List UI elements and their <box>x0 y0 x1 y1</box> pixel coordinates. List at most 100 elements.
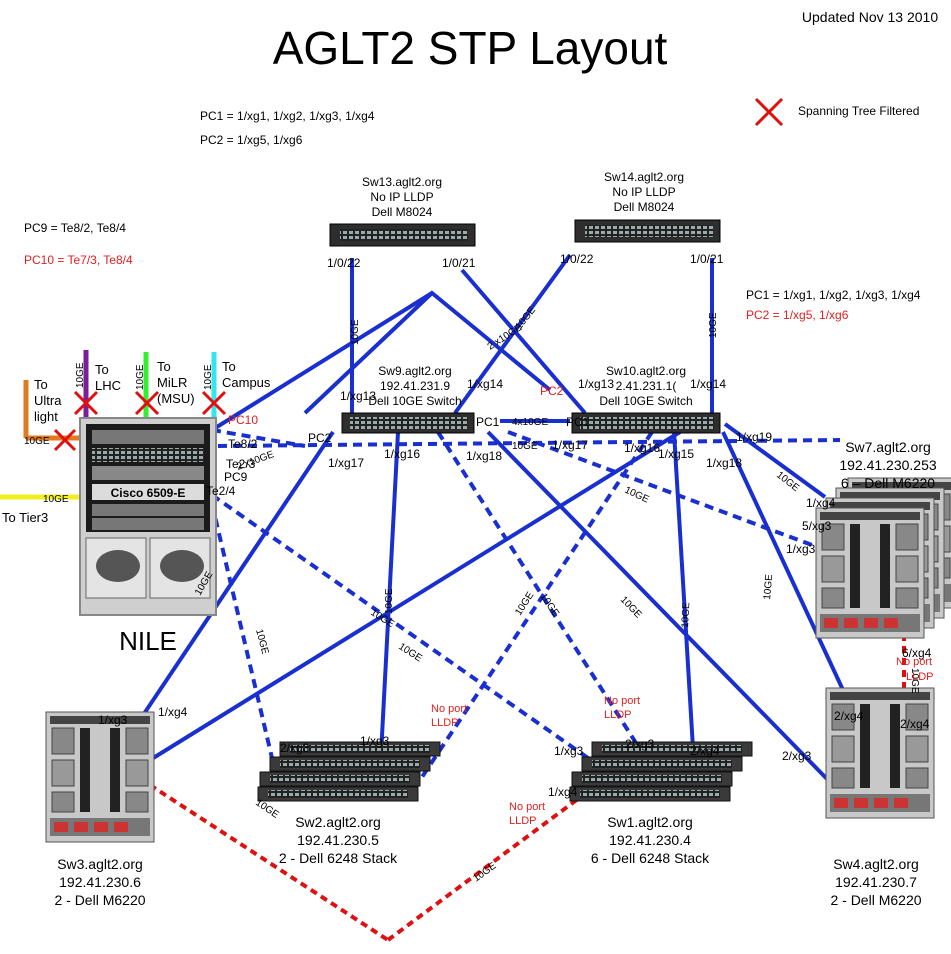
updated-date: Updated Nov 13 2010 <box>802 9 938 25</box>
port-label: PC1 <box>566 415 590 429</box>
link-label: 10GE <box>680 602 692 628</box>
port-label: 2/xg4 <box>834 709 864 723</box>
port-label: 5/xg3 <box>802 519 832 533</box>
sw9-name: Sw9.aglt2.org <box>378 364 451 378</box>
switch-sw14 <box>574 219 721 243</box>
port-label: PC10 <box>228 413 258 427</box>
link-sw10-sw7 <box>723 422 827 499</box>
port-label: 1/0/22 <box>327 256 361 270</box>
note-sw9-pc1: PC1 = 1/xg1, 1/xg2, 1/xg3, 1/xg4 <box>200 109 375 123</box>
port-label: 1/xg19 <box>736 430 772 444</box>
x-marker-icon <box>73 390 99 416</box>
link-sw9-sw4 <box>486 430 830 782</box>
to-milr-3: (MSU) <box>157 391 195 406</box>
link-sw10-sw1 <box>672 431 696 766</box>
sw10-ip: 2.41.231.1( <box>616 379 677 393</box>
sw7-model: 6 – Dell M6220 <box>841 475 935 491</box>
sw14-name: Sw14.aglt2.org <box>604 170 684 184</box>
sw14-ip: No IP LLDP <box>612 185 675 199</box>
stack-sw1 <box>569 741 753 802</box>
port-label: 1/0/21 <box>690 252 724 266</box>
link-label: 10GE <box>24 436 50 447</box>
to-ultra-light-2: Ultra <box>34 393 62 408</box>
sw4-model: 2 - Dell M6220 <box>830 892 921 908</box>
filter-markers <box>53 97 784 452</box>
port-label: 1/xg18 <box>466 449 502 463</box>
sw10-name: Sw10.aglt2.org <box>606 364 686 378</box>
link-label: 10GE <box>909 668 920 694</box>
switch-sw9 <box>341 412 475 434</box>
sw3-name: Sw3.aglt2.org <box>57 856 143 872</box>
no-lldp-label: LLDP <box>906 671 934 683</box>
blade-sw7 <box>815 477 951 639</box>
port-label: 1/xg4 <box>806 496 836 510</box>
port-label: 1/xg13 <box>578 377 614 391</box>
no-lldp-label: LLDP <box>604 709 632 721</box>
sw3-model: 2 - Dell M6220 <box>54 892 145 908</box>
page-title: AGLT2 STP Layout <box>273 22 668 74</box>
link-sw10-sw2-dashed <box>418 430 654 782</box>
to-ultra-light-1: To <box>34 377 48 392</box>
sw1-model: 6 - Dell 6248 Stack <box>591 850 710 866</box>
link-nile-sw1-dashed <box>210 493 600 767</box>
port-label: PC2 <box>540 384 564 398</box>
to-milr-2: MiLR <box>157 375 187 390</box>
port-label: 1/xg17 <box>552 438 588 452</box>
note-nile-pc9: PC9 = Te8/2, Te8/4 <box>24 221 126 235</box>
no-lldp-label: LLDP <box>431 717 459 729</box>
link-sw13-sw10 <box>460 268 587 415</box>
link-label: 10GE <box>384 588 395 614</box>
link-label: 10GE <box>538 592 562 620</box>
port-label: 1/xg16 <box>384 447 420 461</box>
port-label: 1/xg4 <box>158 705 188 719</box>
port-label: 1/xg18 <box>706 456 742 470</box>
nile-chassis <box>79 417 217 616</box>
note-nile-pc10: PC10 = Te7/3, Te8/4 <box>24 253 133 267</box>
link-label: 10GE <box>350 319 361 345</box>
sw7-name: Sw7.aglt2.org <box>845 439 931 455</box>
port-label: 1/xg17 <box>328 456 364 470</box>
link-sw14-sw9 <box>453 253 572 415</box>
to-campus-1: To <box>222 359 236 374</box>
sw4-name: Sw4.aglt2.org <box>833 856 919 872</box>
nile-name: NILE <box>119 626 177 656</box>
note-sw10-pc2: PC2 = 1/xg5, 1/xg6 <box>746 308 849 322</box>
port-label: Te2/3 <box>226 457 256 471</box>
no-lldp-label: No port <box>604 695 640 707</box>
sw9-ip: 192.41.231.9 <box>380 379 450 393</box>
link-label: 10GE <box>75 362 86 388</box>
port-label: 1/0/21 <box>442 256 476 270</box>
link-sw10-sw4 <box>721 431 845 691</box>
link-label: 10GE <box>708 312 719 338</box>
link-label: 10GE <box>135 364 146 390</box>
link-sw9-sw2 <box>379 431 400 756</box>
x-marker-icon <box>754 97 784 127</box>
port-label: Te2/4 <box>206 484 236 498</box>
x-marker-icon <box>53 428 77 452</box>
no-lldp-label: No port <box>509 801 545 813</box>
link-label: 10GE <box>512 441 538 452</box>
port-label: PC2 <box>308 431 332 445</box>
sw13-model: Dell M8024 <box>372 205 433 219</box>
link-label: 10GE <box>471 860 498 884</box>
to-ultra-light-3: light <box>34 409 58 424</box>
link-label: 10GE <box>762 573 775 600</box>
link-bottom-sw1-filtered <box>386 788 592 942</box>
port-label: 2/xg3 <box>625 737 655 751</box>
no-lldp-label: LLDP <box>509 815 537 827</box>
port-label: 1/xg3 <box>98 713 128 727</box>
switch-sw10 <box>571 412 721 434</box>
port-label: 1/xg3 <box>360 734 390 748</box>
port-label: 1/xg14 <box>690 377 726 391</box>
blade-sw4 <box>825 687 935 819</box>
port-label: 1/0/22 <box>560 252 594 266</box>
port-label: 1/xg16 <box>624 441 660 455</box>
port-label: 2/xg3 <box>782 749 812 763</box>
port-label: 2/xg4 <box>690 744 720 758</box>
sw13-name: Sw13.aglt2.org <box>362 175 442 189</box>
switch-sw13 <box>329 223 476 247</box>
link-sw9-sw1-dashed <box>436 430 652 767</box>
link-label: 10GE <box>623 485 651 506</box>
legend-label: Spanning Tree Filtered <box>798 104 919 118</box>
